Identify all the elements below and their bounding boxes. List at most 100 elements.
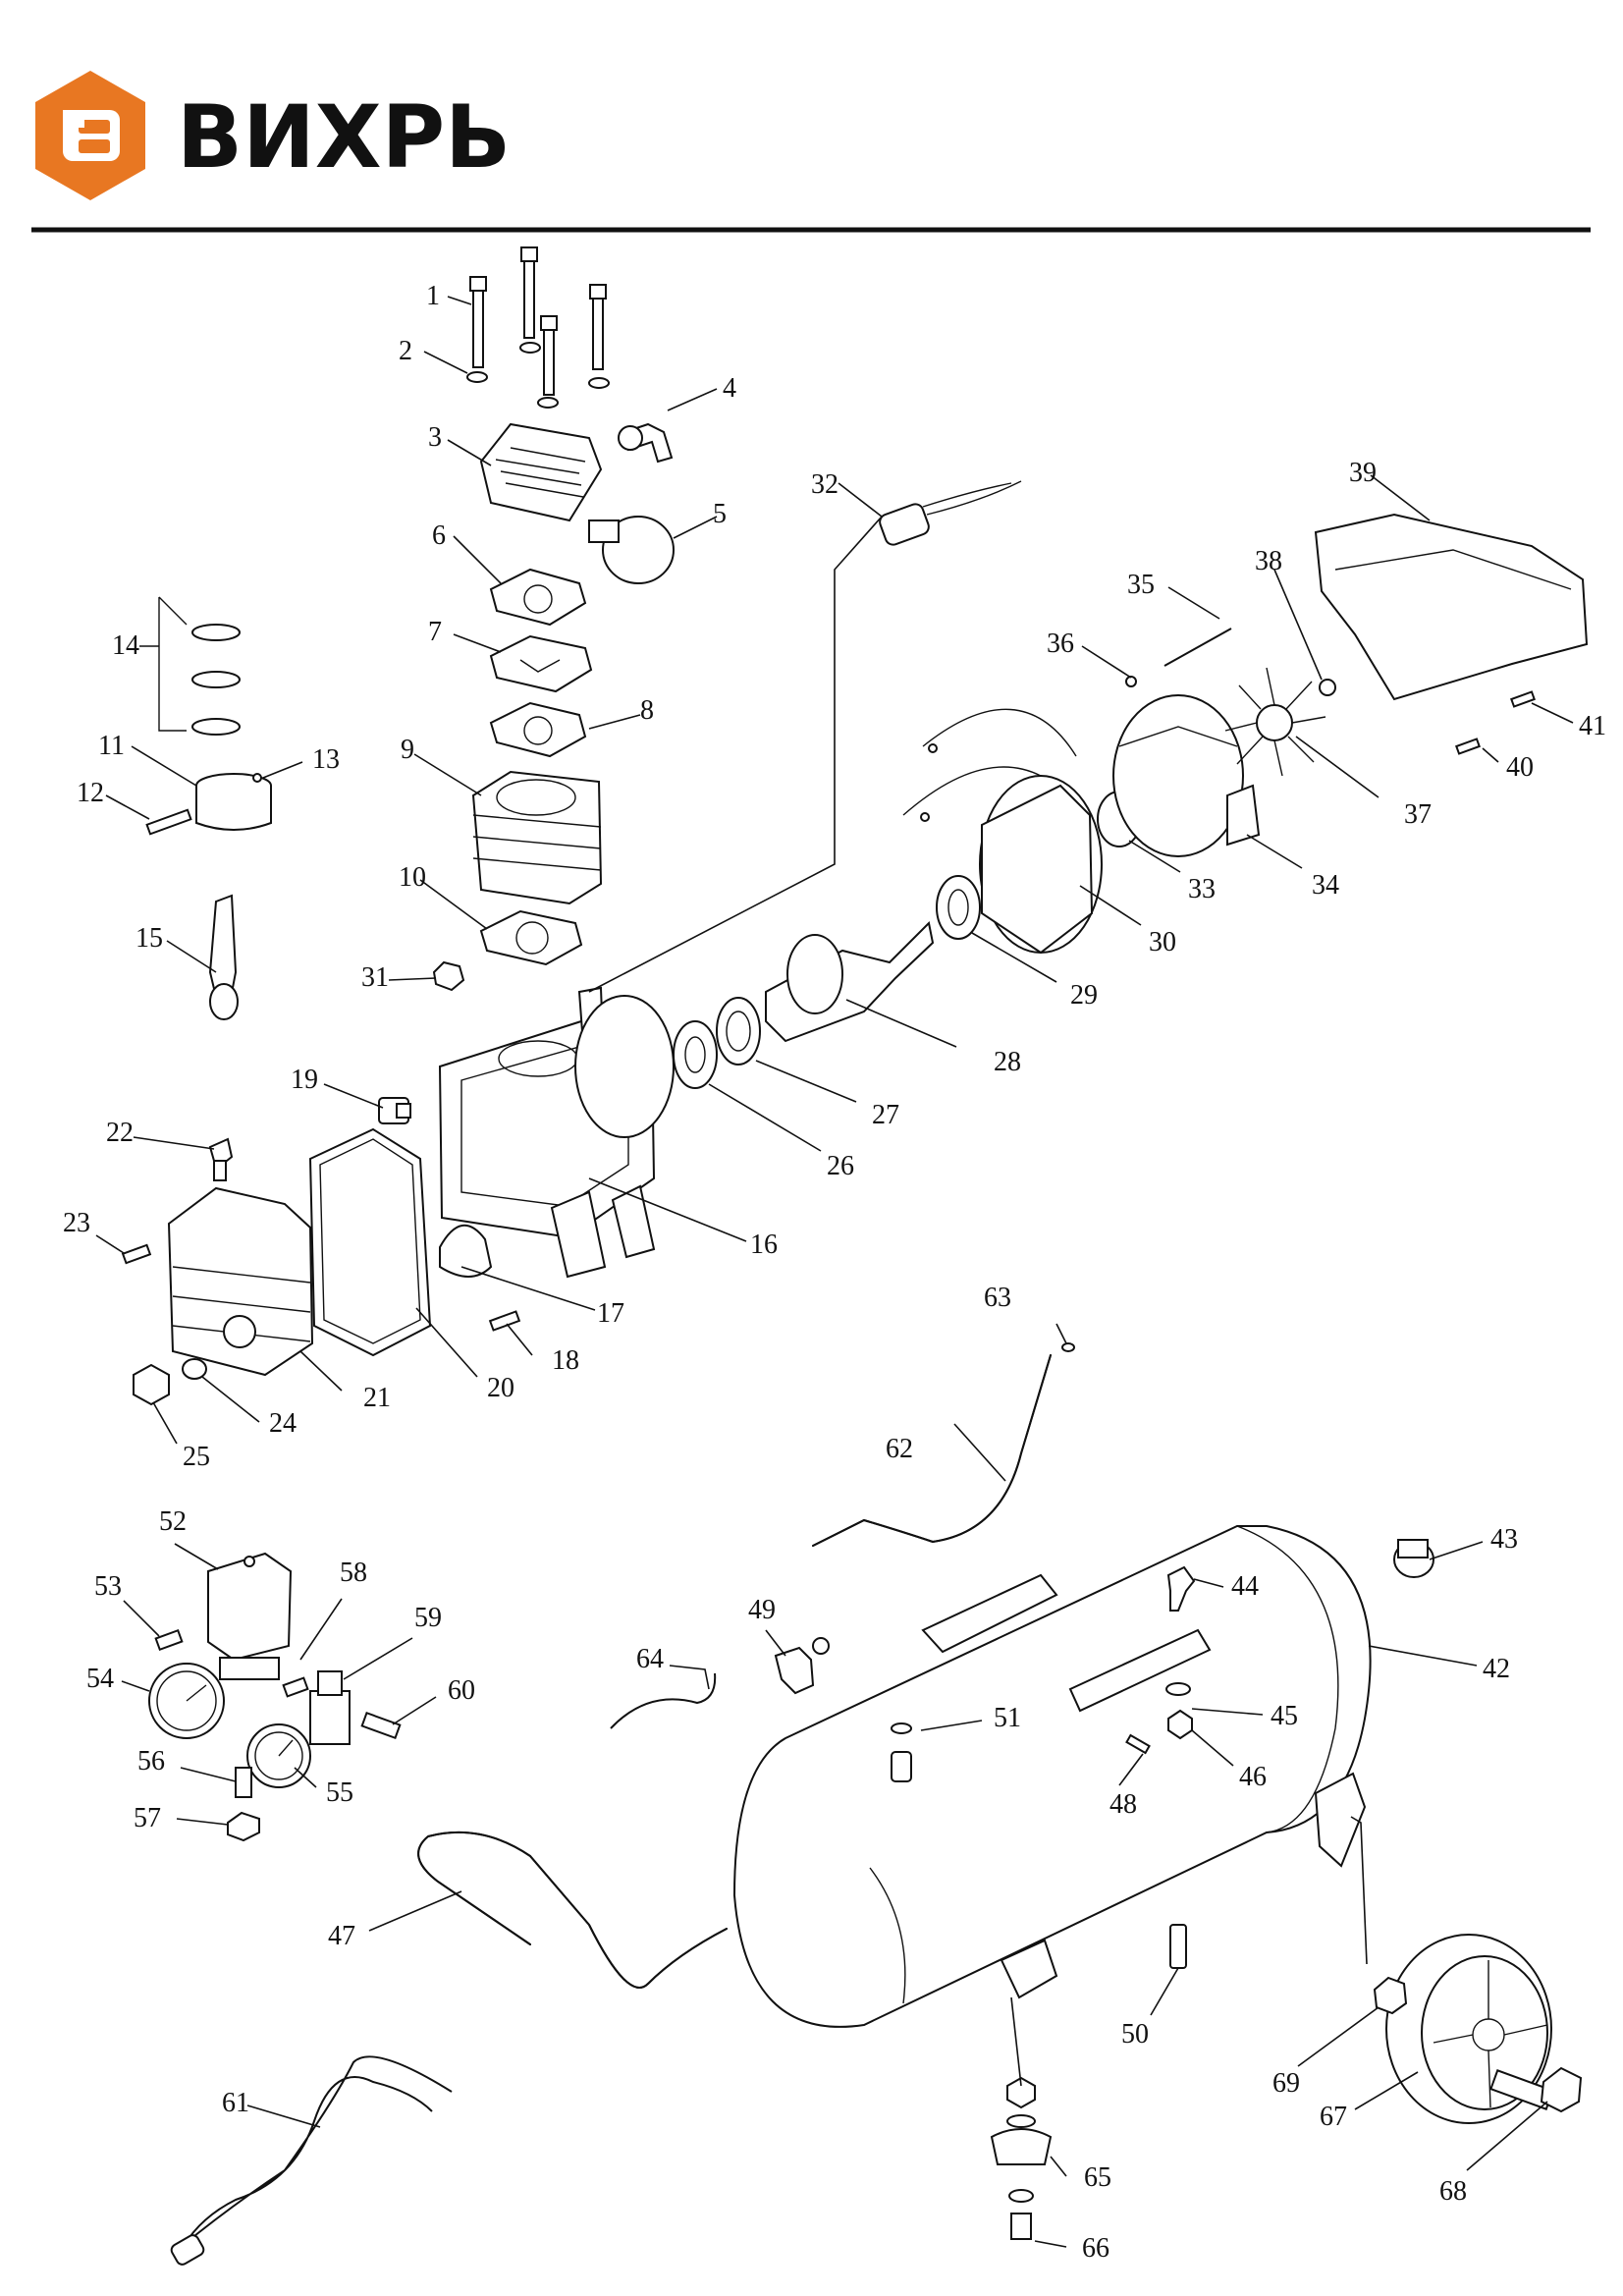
wheel-nut: [1373, 1976, 1408, 2015]
callout-29: 29: [1070, 980, 1098, 1011]
head-gasket-upper: [489, 568, 587, 627]
callout-35: 35: [1127, 570, 1155, 600]
callout-24: 24: [269, 1408, 297, 1439]
capacitor: [879, 480, 1022, 546]
check-valve-fitting: [774, 1637, 830, 1695]
callout-44: 44: [1231, 1571, 1259, 1602]
callout-2: 2: [399, 336, 412, 366]
air-filter: [588, 516, 675, 584]
callout-23: 23: [63, 1208, 90, 1238]
callout-46: 46: [1239, 1762, 1267, 1792]
cover-screw: [121, 1243, 152, 1265]
callout-32: 32: [811, 469, 839, 500]
switch-nipple: [235, 1767, 252, 1798]
callout-17: 17: [597, 1298, 624, 1329]
callout-59: 59: [414, 1603, 442, 1633]
bearing-inner: [673, 1020, 718, 1089]
wheel-axle-bolt: [1489, 2066, 1583, 2113]
callout-42: 42: [1483, 1654, 1510, 1684]
callout-51: 51: [994, 1703, 1021, 1733]
brand-name: ВИХРЬ: [177, 86, 511, 188]
cover-screw-upper: [1510, 690, 1536, 708]
mount-washer: [1165, 1682, 1191, 1696]
callout-5: 5: [713, 499, 727, 529]
callout-labels: 1 2 3 4 5 6 7 8 9 10 11 12 13 14 15 16 1…: [63, 281, 1606, 2264]
motor-stator: [902, 708, 1103, 955]
regulator-fitting: [282, 1676, 309, 1698]
connecting-rod: [208, 894, 239, 1020]
callout-34: 34: [1312, 870, 1339, 901]
callout-50: 50: [1121, 2019, 1149, 2050]
callout-27: 27: [872, 1100, 899, 1130]
cylinder: [471, 770, 603, 905]
rubber-foot: [990, 2076, 1053, 2165]
callout-3: 3: [428, 422, 442, 453]
elbow-fitting: [618, 422, 674, 464]
circlip: [252, 773, 262, 783]
switch-nut: [227, 1811, 260, 1842]
pressure-tube: [610, 1672, 717, 1729]
callout-28: 28: [994, 1047, 1021, 1077]
discharge-tube: [812, 1354, 1052, 1547]
callout-58: 58: [340, 1558, 367, 1588]
callout-53: 53: [94, 1571, 122, 1602]
callout-64: 64: [636, 1644, 664, 1674]
front-foot: [1000, 1939, 1058, 1999]
callout-62: 62: [886, 1434, 913, 1464]
callout-21: 21: [363, 1383, 391, 1413]
callout-61: 61: [222, 2088, 249, 2118]
callout-8: 8: [640, 695, 654, 726]
motor-mount-bracket: [921, 1573, 1212, 1713]
quick-coupler: [360, 1711, 402, 1740]
cooling-fan: [1224, 667, 1326, 777]
air-tank: [732, 1525, 1372, 2028]
callout-12: 12: [77, 778, 104, 808]
pressure-gauge-outlet: [246, 1723, 311, 1788]
callout-60: 60: [448, 1675, 475, 1706]
callout-68: 68: [1439, 2176, 1467, 2207]
cylinder-head: [479, 422, 603, 522]
pressure-regulator: [309, 1670, 351, 1745]
callout-45: 45: [1271, 1701, 1298, 1731]
pressure-gauge-tank: [148, 1663, 225, 1739]
bearing-outer: [716, 997, 761, 1066]
callout-31: 31: [361, 962, 389, 993]
piston-rings: [158, 596, 241, 736]
piston: [195, 773, 272, 831]
oil-sight-plug: [378, 1097, 411, 1124]
foot-bolt: [1008, 2189, 1034, 2240]
head-gasket-lower: [489, 701, 587, 758]
head-bolts: [466, 246, 610, 409]
pressure-switch: [207, 1552, 293, 1680]
brand-logo: ВИХРЬ: [35, 71, 511, 200]
callout-19: 19: [291, 1065, 318, 1095]
mount-bolt: [1166, 1565, 1196, 1612]
cover-screw-lower: [1455, 738, 1481, 755]
callout-11: 11: [98, 731, 125, 761]
callout-15: 15: [135, 923, 163, 954]
callout-30: 30: [1149, 927, 1176, 957]
oil-breather: [208, 1137, 234, 1181]
callout-47: 47: [328, 1921, 355, 1951]
callout-65: 65: [1084, 2162, 1111, 2193]
callout-55: 55: [326, 1777, 353, 1808]
callout-26: 26: [827, 1151, 854, 1181]
callout-37: 37: [1404, 799, 1432, 830]
bracket-bolt: [1125, 1733, 1151, 1755]
rear-foot: [1314, 1772, 1367, 1868]
callout-43: 43: [1490, 1524, 1518, 1555]
callout-7: 7: [428, 617, 442, 647]
leader-lines: [95, 296, 1574, 2248]
callout-9: 9: [401, 735, 414, 765]
callout-38: 38: [1255, 546, 1282, 576]
crankshaft: [765, 920, 935, 1043]
power-cord: [170, 2055, 453, 2266]
callout-56: 56: [137, 1746, 165, 1777]
callout-54: 54: [86, 1664, 114, 1694]
callout-25: 25: [183, 1442, 210, 1472]
callout-41: 41: [1579, 711, 1606, 741]
piston-pin: [145, 808, 192, 836]
handle: [417, 1831, 728, 1989]
callout-22: 22: [106, 1118, 134, 1148]
callout-63: 63: [984, 1283, 1011, 1313]
